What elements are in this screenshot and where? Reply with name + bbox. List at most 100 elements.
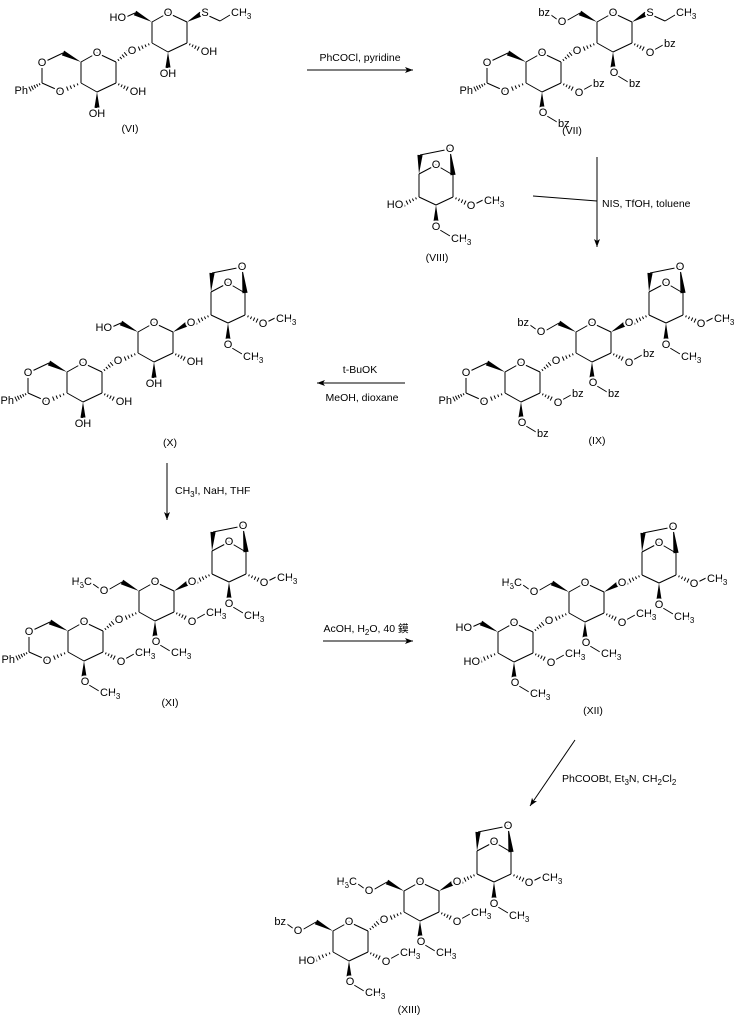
bond (584, 612, 605, 623)
ring-oxygen: O (56, 86, 65, 98)
wedge-bond (385, 879, 404, 891)
wedge-bond (604, 581, 620, 592)
bond (227, 282, 246, 294)
bond (529, 739, 576, 807)
bond (231, 347, 243, 355)
glycosidic-oxygen: O (618, 577, 627, 589)
oxygen-label: O (81, 676, 90, 688)
bond (138, 611, 156, 622)
bond (632, 354, 643, 361)
wedge-bond (506, 50, 526, 62)
substituent-label: CH3 (484, 195, 505, 209)
hashed-bond (15, 652, 28, 661)
wedge-bond (491, 882, 497, 899)
hashed-bond (175, 612, 190, 622)
bond (522, 584, 531, 591)
glycosidic-oxygen: O (187, 317, 196, 329)
bond (228, 541, 247, 553)
hydroxyl-label: OH (130, 86, 147, 98)
ring-oxygen: O (501, 86, 510, 98)
ring-oxygen: O (490, 836, 499, 848)
hydroxyl-label: OH (89, 108, 106, 120)
bond (465, 392, 485, 402)
bond (403, 881, 421, 892)
bond (154, 581, 175, 592)
wedge-bond (81, 661, 87, 677)
arrowhead (530, 797, 537, 806)
bond (493, 841, 512, 853)
wedge-bond (647, 272, 653, 292)
bond (332, 921, 350, 932)
bond (596, 385, 608, 393)
substituent-label: CH3 (530, 688, 551, 702)
reagent-label: NIS, TfOH, toluene (602, 198, 691, 210)
ring-oxygen: O (43, 655, 52, 667)
wedge-bond (673, 527, 679, 554)
hashed-bond (402, 197, 417, 207)
hashed-bond (103, 359, 117, 372)
bond (520, 362, 541, 373)
reagent-label: CH3I, NaH, THF (175, 485, 250, 499)
wedge-bond (119, 320, 138, 332)
bond (565, 12, 581, 22)
wedge-bond (225, 323, 231, 340)
bond (617, 75, 629, 83)
substituent-label: CH3 (471, 907, 492, 921)
arrowhead (164, 512, 170, 520)
hashed-bond (685, 315, 700, 325)
bond (439, 229, 451, 237)
substituent-label: CH3 (714, 313, 735, 327)
bond (471, 622, 482, 628)
hydroxyl-label: OH (75, 418, 92, 430)
bond (561, 394, 572, 401)
bond (92, 583, 101, 590)
oxygen-label: O (224, 339, 233, 351)
hashed-bond (314, 952, 331, 962)
hashed-bond (195, 574, 210, 584)
bond (418, 164, 437, 175)
ring-oxygen: O (432, 159, 441, 171)
arrowhead (405, 638, 413, 644)
bond (493, 873, 512, 883)
bond (544, 322, 560, 332)
bond (648, 282, 667, 293)
oxygen-label: O (518, 417, 527, 429)
bond (80, 52, 98, 63)
bond (568, 612, 586, 623)
hashed-bond (579, 43, 595, 53)
hashed-bond (534, 619, 548, 632)
bond (125, 12, 136, 18)
hashed-bond (460, 874, 475, 884)
hashed-bond (612, 353, 627, 363)
bond (658, 574, 677, 584)
bond (575, 322, 593, 333)
substituent-label: CH3 (277, 572, 298, 586)
hashed-bond (452, 393, 465, 402)
oxygen-label: O (625, 357, 634, 369)
bond (648, 314, 667, 324)
oxygen-label: O (589, 377, 598, 389)
bond (418, 196, 437, 206)
hashed-bond (605, 613, 620, 623)
ring-oxygen: O (150, 317, 159, 329)
bond (419, 148, 451, 156)
bond (575, 352, 593, 363)
hashed-bond (134, 43, 150, 53)
substituent-label: bz (608, 388, 620, 400)
hashed-bond (248, 574, 263, 584)
bond (488, 52, 509, 63)
ring-oxygen: O (164, 7, 173, 19)
bond (227, 314, 246, 324)
glycosidic-oxygen: O (573, 45, 582, 57)
bond (467, 362, 488, 373)
substituent-label: bz (572, 388, 584, 400)
oxygen-label: O (100, 585, 109, 597)
ring-oxygen: O (662, 277, 671, 289)
wedge-bond (450, 149, 456, 176)
bond (348, 921, 369, 932)
hydroxyl-label: HO (110, 12, 127, 24)
wedge-bond (508, 826, 514, 853)
hashed-bond (104, 652, 119, 662)
hashed-bond (194, 315, 209, 325)
oxygen-label: O (655, 599, 664, 611)
